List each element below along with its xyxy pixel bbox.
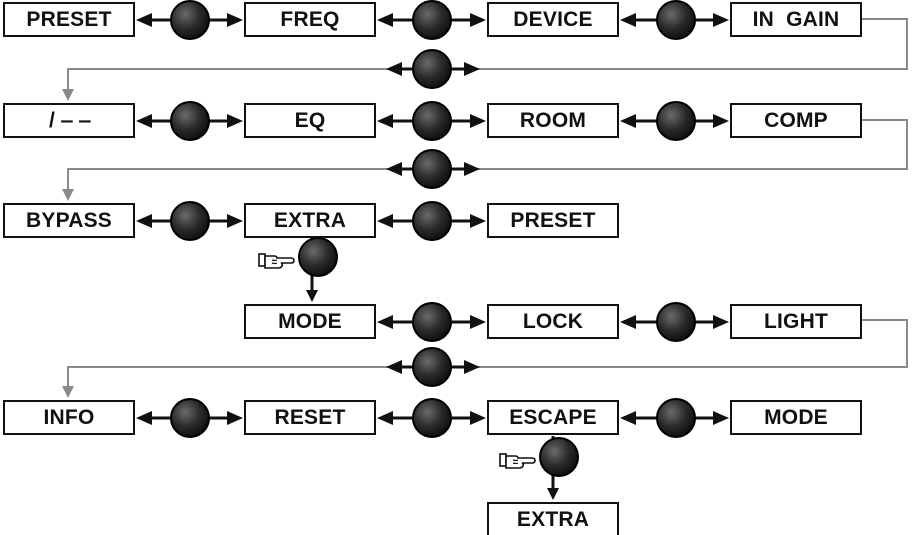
menu-item-device[interactable]: DEVICE — [487, 2, 619, 37]
menu-item-preset[interactable]: PRESET — [3, 2, 135, 37]
menu-item-mode-2[interactable]: MODE — [730, 400, 862, 435]
knob-icon[interactable] — [412, 398, 452, 438]
menu-item-extra[interactable]: EXTRA — [244, 203, 376, 238]
knob-icon[interactable] — [412, 347, 452, 387]
press-knob-icon[interactable] — [298, 237, 338, 277]
menu-item-lock[interactable]: LOCK — [487, 304, 619, 339]
knob-icon[interactable] — [412, 101, 452, 141]
wrap-wire-row4 — [67, 319, 908, 388]
menu-item-info[interactable]: INFO — [3, 400, 135, 435]
menu-item-preset-2[interactable]: PRESET — [487, 203, 619, 238]
press-arrowhead — [306, 290, 318, 302]
menu-item-in-gain[interactable]: IN GAIN — [730, 2, 862, 37]
knob-icon[interactable] — [170, 101, 210, 141]
press-arrowhead — [547, 488, 559, 500]
knob-icon[interactable] — [412, 201, 452, 241]
menu-item-comp[interactable]: COMP — [730, 103, 862, 138]
menu-item-freq[interactable]: FREQ — [244, 2, 376, 37]
knob-icon[interactable] — [170, 0, 210, 40]
wire-arrowhead — [62, 189, 74, 201]
knob-icon[interactable] — [412, 149, 452, 189]
menu-item-extra-2[interactable]: EXTRA — [487, 502, 619, 535]
menu-item-eq[interactable]: EQ — [244, 103, 376, 138]
menu-item-reset[interactable]: RESET — [244, 400, 376, 435]
menu-item-light[interactable]: LIGHT — [730, 304, 862, 339]
wire-arrowhead — [62, 386, 74, 398]
knob-icon[interactable] — [412, 302, 452, 342]
knob-icon[interactable] — [656, 101, 696, 141]
knob-icon[interactable] — [170, 201, 210, 241]
press-knob-icon[interactable] — [539, 437, 579, 477]
wire-arrowhead — [62, 89, 74, 101]
wrap-wire-row1 — [67, 18, 908, 91]
menu-item-mode[interactable]: MODE — [244, 304, 376, 339]
knob-icon[interactable] — [656, 0, 696, 40]
pointing-hand-icon — [258, 253, 295, 269]
menu-item-room[interactable]: ROOM — [487, 103, 619, 138]
knob-icon[interactable] — [656, 398, 696, 438]
knob-icon[interactable] — [412, 0, 452, 40]
knob-icon[interactable] — [656, 302, 696, 342]
menu-item-bypass[interactable]: BYPASS — [3, 203, 135, 238]
pointing-hand-icon — [499, 453, 536, 469]
knob-icon[interactable] — [170, 398, 210, 438]
knob-icon[interactable] — [412, 49, 452, 89]
menu-item-slash-dash[interactable]: / ‒ ‒ — [3, 103, 135, 138]
menu-item-escape[interactable]: ESCAPE — [487, 400, 619, 435]
wrap-wire-row2 — [67, 119, 908, 191]
